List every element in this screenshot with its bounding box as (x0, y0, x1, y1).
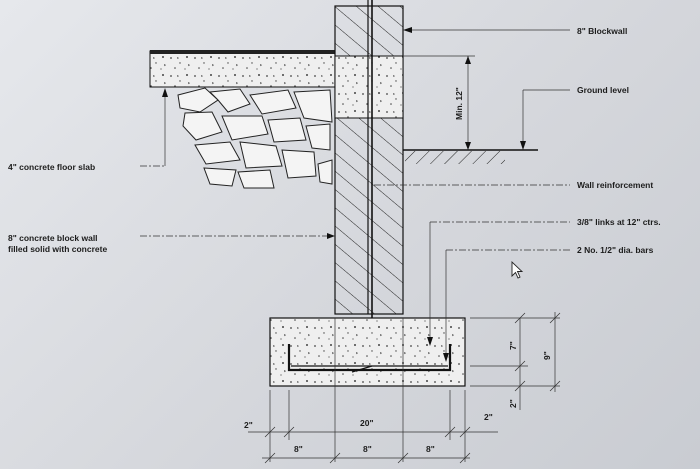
links-label: 3/8" links at 12" ctrs. (577, 217, 661, 227)
bars-label: 2 No. 1/2" dia. bars (577, 245, 654, 255)
block-wall-label-line2: filled solid with concrete (8, 244, 107, 254)
starter-bar-hook (351, 365, 373, 373)
block-wall-label-line1: 8" concrete block wall (8, 233, 98, 243)
seg2-8-dimension: 8" (363, 444, 372, 454)
mouse-pointer-icon (511, 260, 524, 279)
floor-slab (149, 50, 336, 88)
footing-link (287, 344, 452, 372)
min-depth-dimension: Min. 12" (454, 87, 464, 120)
right-2-dimension: 2" (484, 412, 493, 422)
footing-9-dimension: 9" (542, 351, 552, 360)
hardcore-fill (177, 87, 333, 189)
wall-concrete-band (334, 55, 404, 119)
blockwall-label: 8" Blockwall (577, 26, 627, 36)
concrete-footing (269, 317, 466, 387)
ground-level-label: Ground level (577, 85, 629, 95)
cover-2-dimension: 2" (508, 399, 518, 408)
width-20-dimension: 20" (360, 418, 374, 428)
slab-top-edge (150, 50, 335, 54)
seg1-8-dimension: 8" (294, 444, 303, 454)
wall-reinforcement-label: Wall reinforcement (577, 180, 653, 190)
block-wall (334, 5, 404, 315)
footing-7-dimension: 7" (508, 341, 518, 350)
soil-hatch (405, 151, 505, 164)
left-2-dimension: 2" (244, 420, 253, 430)
floor-slab-label: 4" concrete floor slab (8, 162, 95, 172)
seg3-8-dimension: 8" (426, 444, 435, 454)
